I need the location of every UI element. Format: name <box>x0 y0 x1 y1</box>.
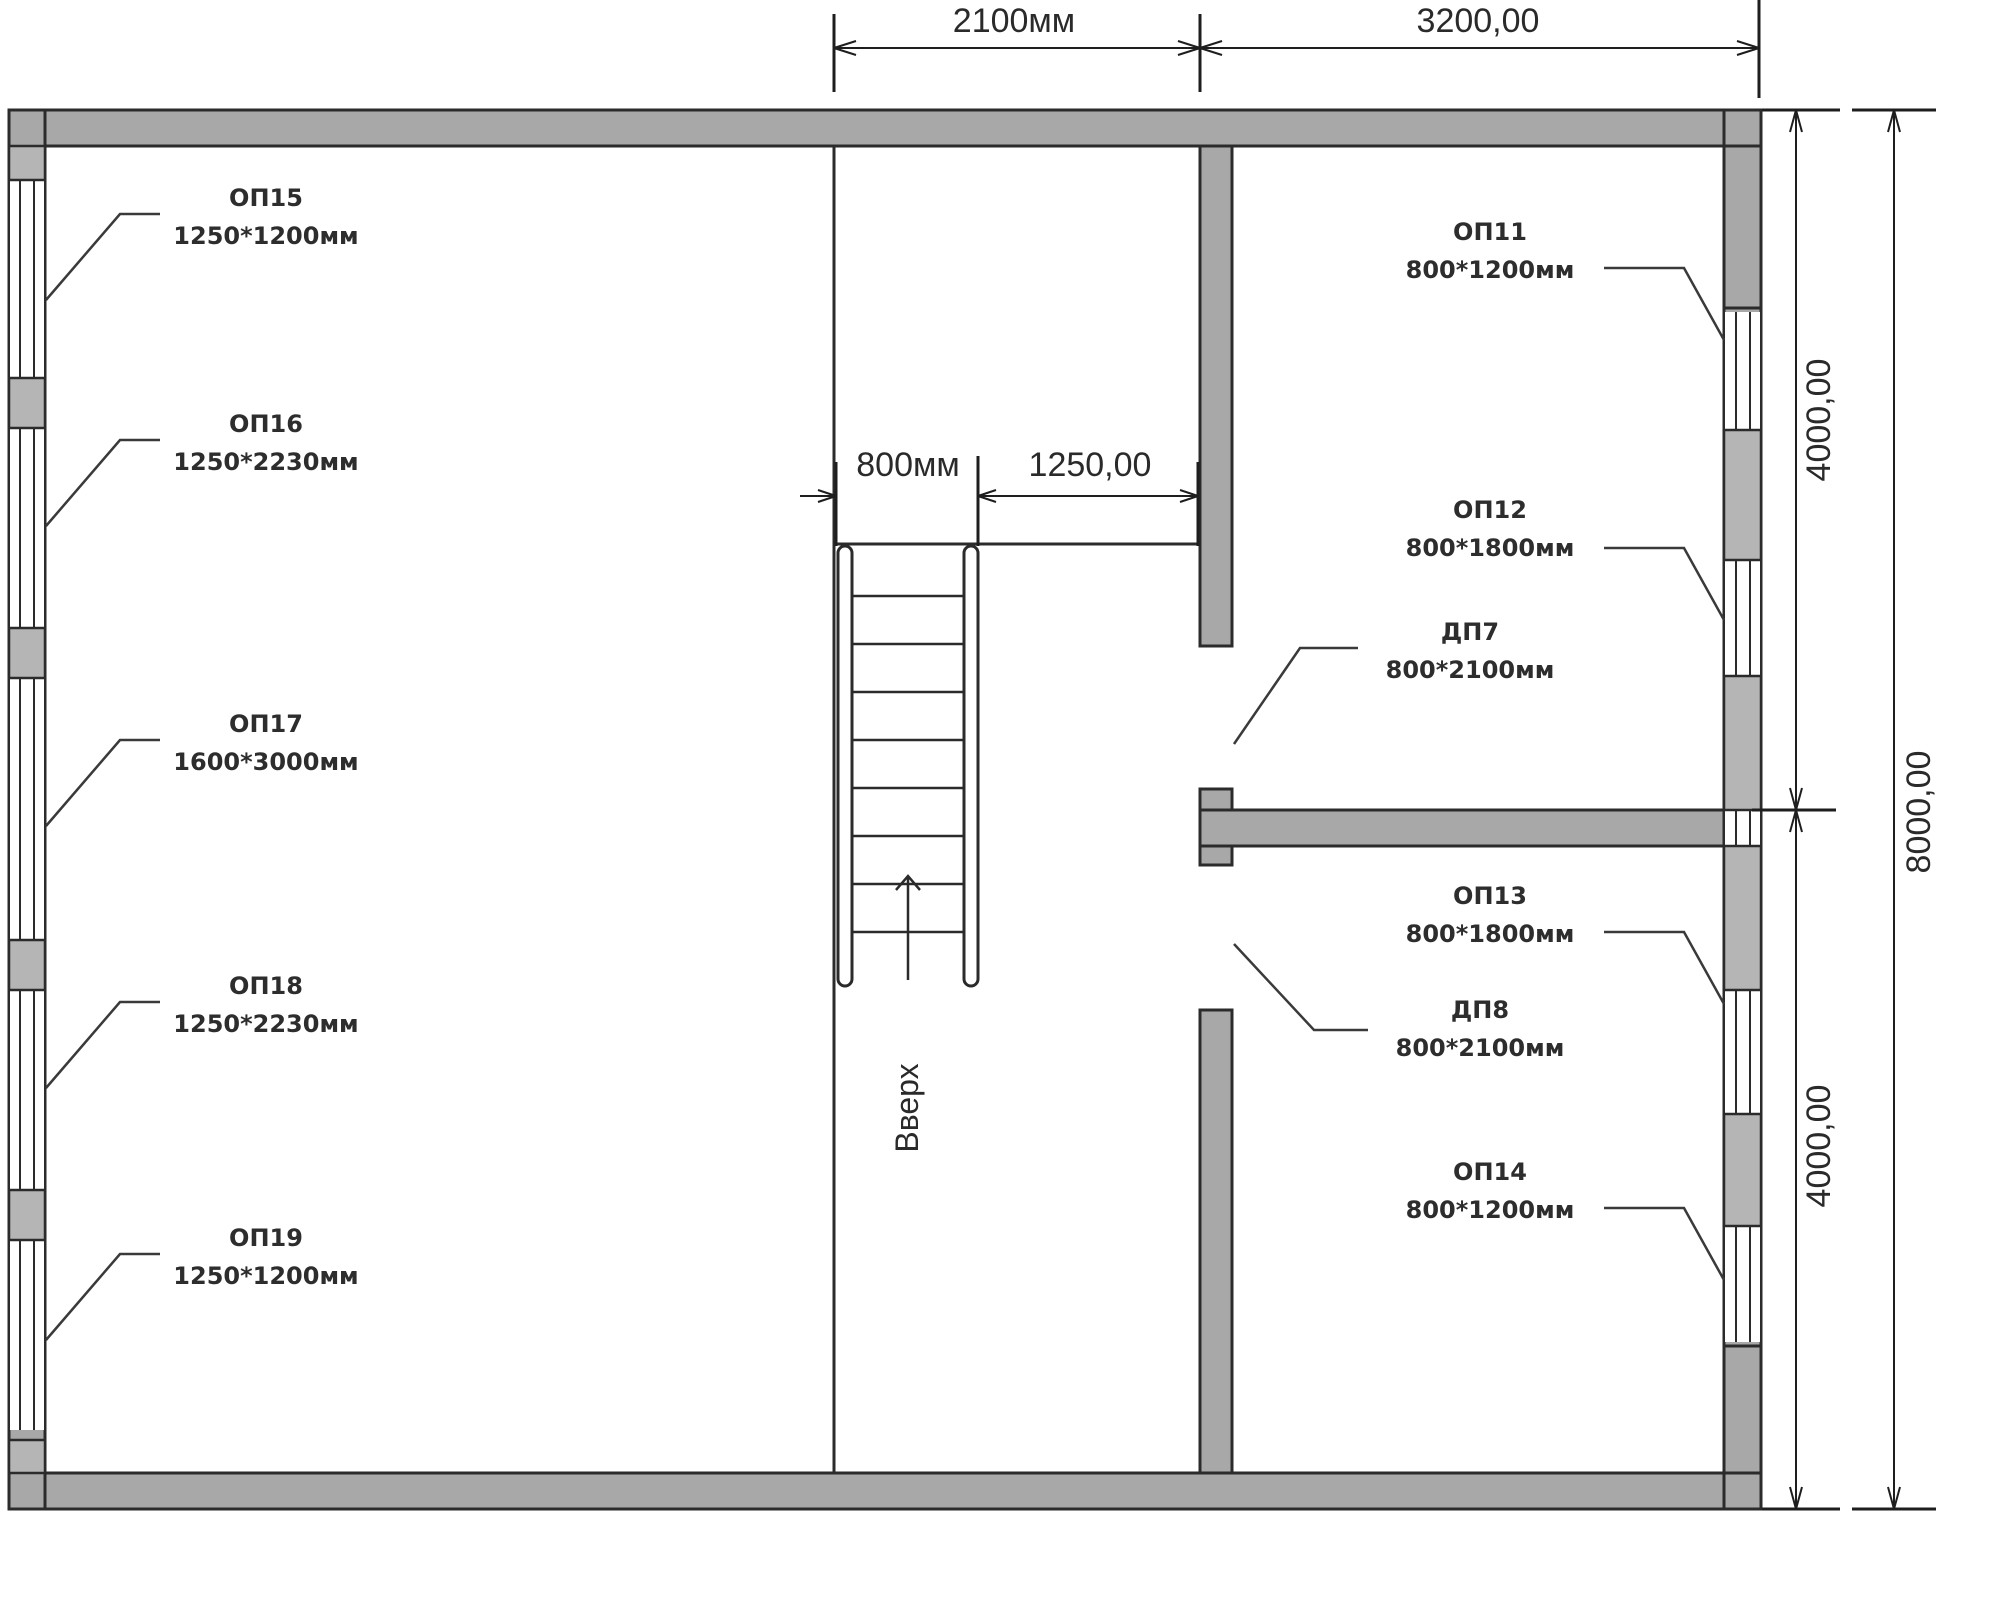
label-op19-size: 1250*1200мм <box>173 1262 358 1290</box>
label-op11-name: ОП11 <box>1453 218 1527 246</box>
mullion-right-4 <box>1722 1112 1763 1228</box>
mullion-left-2 <box>7 626 47 680</box>
dim-top-right: 3200,00 <box>1417 2 1540 40</box>
dimensions: 2100мм 3200,00 800мм 1250,00 4000,00 400… <box>800 0 1938 1511</box>
stair-stringer-right <box>962 544 980 988</box>
mullion-left-4 <box>7 1188 47 1242</box>
left-facade-glazing <box>7 144 47 1475</box>
wall-corridor-lower <box>1198 1008 1234 1475</box>
stair-direction-label: Вверх <box>889 1063 925 1152</box>
mullion-left-bottom <box>7 1438 47 1475</box>
opening-labels: ОП15 1250*1200мм ОП16 1250*2230мм ОП17 1… <box>173 184 1574 1290</box>
stair-direction-arrow <box>895 874 921 980</box>
dim-top-left: 2100мм <box>953 2 1075 40</box>
label-dp8-name: ДП8 <box>1451 996 1509 1024</box>
wall-top <box>7 108 1763 148</box>
dim-right-total: 8000,00 <box>1900 751 1938 874</box>
label-op19-name: ОП19 <box>229 1224 303 1252</box>
wall-bottom <box>7 1471 1763 1511</box>
label-dp7-name: ДП7 <box>1441 618 1499 646</box>
label-op15-name: ОП15 <box>229 184 303 212</box>
label-dp7-size: 800*2100мм <box>1386 656 1555 684</box>
dim-right-lower: 4000,00 <box>1800 1085 1838 1208</box>
label-op16-name: ОП16 <box>229 410 303 438</box>
dim-right-upper: 4000,00 <box>1800 359 1838 482</box>
label-op14-name: ОП14 <box>1453 1158 1527 1186</box>
label-op17-name: ОП17 <box>229 710 303 738</box>
label-op12-name: ОП12 <box>1453 496 1527 524</box>
wall-right-top-segment <box>1722 144 1763 310</box>
label-op13-name: ОП13 <box>1453 882 1527 910</box>
label-op12-size: 800*1800мм <box>1406 534 1575 562</box>
mullion-right-2 <box>1722 674 1763 812</box>
label-op17-size: 1600*3000мм <box>173 748 358 776</box>
mullion-left-1 <box>7 376 47 430</box>
dim-stair-landing: 1250,00 <box>1029 446 1152 484</box>
label-op16-size: 1250*2230мм <box>173 448 358 476</box>
mullion-left-3 <box>7 938 47 992</box>
label-op15-size: 1250*1200мм <box>173 222 358 250</box>
label-op13-size: 800*1800мм <box>1406 920 1575 948</box>
leader-lines <box>45 212 1726 1341</box>
label-dp8-size: 800*2100мм <box>1396 1034 1565 1062</box>
label-op18-name: ОП18 <box>229 972 303 1000</box>
mullion-left-top <box>7 144 47 182</box>
wall-rooms-divider <box>1198 808 1726 848</box>
mullion-right-3 <box>1722 844 1763 992</box>
wall-right-bottom-segment <box>1722 1344 1763 1475</box>
staircase: Вверх <box>836 544 980 1153</box>
interior-walls <box>832 144 1726 1475</box>
label-op11-size: 800*1200мм <box>1406 256 1575 284</box>
right-facade-glazing <box>1722 144 1763 1475</box>
label-op18-size: 1250*2230мм <box>173 1010 358 1038</box>
wall-corridor-upper <box>1198 144 1234 648</box>
mullion-right-1 <box>1722 428 1763 562</box>
dim-stair-width: 800мм <box>856 446 959 484</box>
label-op14-size: 800*1200мм <box>1406 1196 1575 1224</box>
stair-stringer-left <box>836 544 854 988</box>
